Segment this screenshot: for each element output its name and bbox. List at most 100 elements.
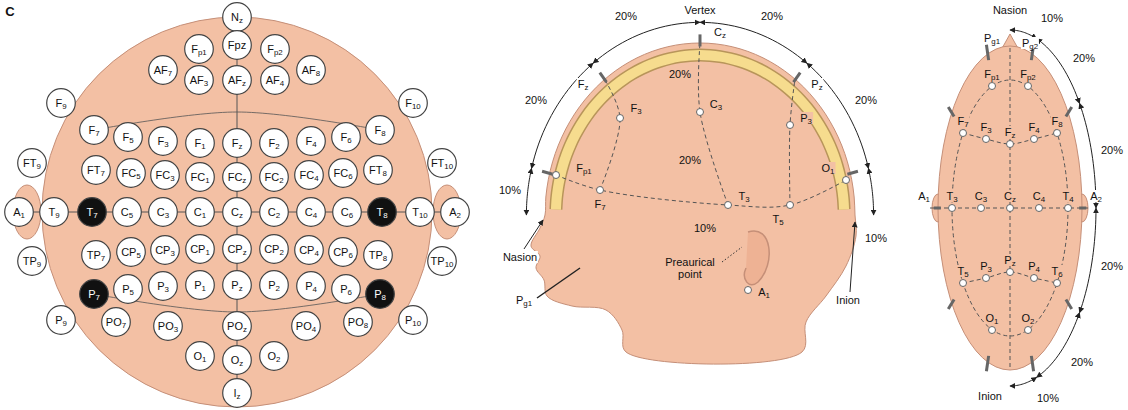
electrode-outline xyxy=(186,163,215,192)
annotation-label: F7 xyxy=(593,198,606,210)
electrode-label-holder: FT10 xyxy=(427,148,457,178)
electrode-label-holder: F3 xyxy=(148,126,178,156)
electrode-label-holder: FT7 xyxy=(81,155,111,185)
electrode-site: AF8 xyxy=(296,55,326,85)
electrode-label: F1 xyxy=(194,138,205,149)
electrode-label: T10 xyxy=(412,207,428,218)
electrode-site: FCz xyxy=(222,162,252,192)
electrode-dot xyxy=(1031,136,1038,143)
electrode-outline xyxy=(260,129,289,158)
electrode-site: T10 xyxy=(405,197,435,227)
electrode-label-holder: PO7 xyxy=(101,307,131,337)
electrode-outline xyxy=(186,129,215,158)
electrode-label-holder: P3 xyxy=(148,271,178,301)
electrode-outline xyxy=(260,271,289,300)
ear xyxy=(744,231,769,285)
electrode-label: CP2 xyxy=(264,244,284,255)
position-tick xyxy=(1066,107,1072,117)
annotation-label: Pg1 xyxy=(515,294,533,306)
electrode-outline xyxy=(80,116,109,145)
position-tick xyxy=(699,34,702,46)
electrode-dot xyxy=(960,130,967,137)
electrode-outline xyxy=(223,346,252,375)
electrode-label-holder: C1 xyxy=(185,197,215,227)
pg-electrode-wire xyxy=(537,268,580,298)
annotation-label: Cz xyxy=(713,26,727,38)
side-view xyxy=(524,22,874,364)
electrode-label-holder: AF3 xyxy=(184,65,214,95)
electrode-outline xyxy=(47,89,76,118)
electrode-label-holder: TP8 xyxy=(363,240,393,270)
annotation-label: Vertex xyxy=(683,4,716,16)
position-tick xyxy=(847,171,858,174)
electrode-label: A1 xyxy=(13,207,25,218)
electrode-site: TP7 xyxy=(81,240,111,270)
electrode-label-holder: AF7 xyxy=(148,55,178,85)
electrode-site: Fp1 xyxy=(184,34,214,64)
electrode-outline xyxy=(368,198,397,227)
electrode-site: TP10 xyxy=(427,246,457,276)
electrode-label-holder: Pz xyxy=(222,270,252,300)
electrode-outline xyxy=(223,379,252,408)
electrode-dot xyxy=(843,177,850,184)
electrode-label-holder: TP7 xyxy=(81,240,111,270)
electrode-dot xyxy=(989,327,996,334)
electrode-outline xyxy=(428,149,457,178)
electrode-label-holder: O1 xyxy=(185,341,215,371)
annotation-label: Nasion xyxy=(992,4,1028,16)
electrode-label: AF7 xyxy=(154,65,172,76)
distance-arrow xyxy=(1010,377,1037,386)
electrode-site: T9 xyxy=(39,197,69,227)
electrode-outline xyxy=(223,198,252,227)
electrode-site: TP9 xyxy=(17,246,47,276)
electrode-label: F2 xyxy=(268,138,279,149)
annotation-label: T5 xyxy=(771,213,784,225)
electrode-site: Nz xyxy=(222,2,252,32)
electrode-site: Fp2 xyxy=(260,34,290,64)
electrode-label-holder: F7 xyxy=(79,115,109,145)
parietal-line xyxy=(789,79,795,205)
electrode-outline xyxy=(149,56,178,85)
electrode-dot xyxy=(1025,83,1032,90)
electrode-site: FC2 xyxy=(259,162,289,192)
electrode-outline xyxy=(223,66,252,95)
reference-electrode: P7 xyxy=(79,279,109,309)
electrode-site: P10 xyxy=(398,305,428,335)
electrode-outline xyxy=(261,35,290,64)
electrode-label: AF3 xyxy=(190,75,208,86)
electrode-label: F6 xyxy=(340,132,351,143)
annotation-label: Pz xyxy=(810,78,823,90)
electrode-site: TP8 xyxy=(363,240,393,270)
annotation-label: Fz xyxy=(577,78,590,90)
electrode-outline xyxy=(18,149,47,178)
electrode-label: Pz xyxy=(231,280,242,291)
electrode-site: P2 xyxy=(259,270,289,300)
electrode-label: PO8 xyxy=(348,317,368,328)
electrode-outline xyxy=(223,271,252,300)
electrode-site: PO7 xyxy=(101,307,131,337)
electrode-label-holder: AF4 xyxy=(260,65,290,95)
electrode-outline xyxy=(261,66,290,95)
electrode-label: Fp1 xyxy=(191,44,207,55)
electrode-label-holder: POz xyxy=(222,311,252,341)
top-view xyxy=(930,30,1096,386)
skull-band xyxy=(556,55,844,209)
electrode-dot xyxy=(989,83,996,90)
electrode-label: F10 xyxy=(405,98,421,109)
electrode-label: F9 xyxy=(55,98,66,109)
electrode-label-holder: Fp1 xyxy=(184,34,214,64)
electrode-outline xyxy=(366,116,395,145)
electrode-label-holder: O2 xyxy=(259,341,289,371)
annotation-label: 20% xyxy=(760,10,784,22)
annotation-label: 20% xyxy=(1100,144,1124,156)
annotation-label: T3 xyxy=(737,190,750,202)
electrode-site: PO8 xyxy=(343,307,373,337)
electrode-label-holder: CP4 xyxy=(294,235,324,265)
electrode-outline xyxy=(223,129,252,158)
preauricular-leader xyxy=(722,247,742,262)
electrode-outline xyxy=(223,31,252,60)
inion-leader xyxy=(850,222,855,292)
electrode-label-holder: TP9 xyxy=(17,246,47,276)
annotation-label: Inion xyxy=(835,294,861,306)
